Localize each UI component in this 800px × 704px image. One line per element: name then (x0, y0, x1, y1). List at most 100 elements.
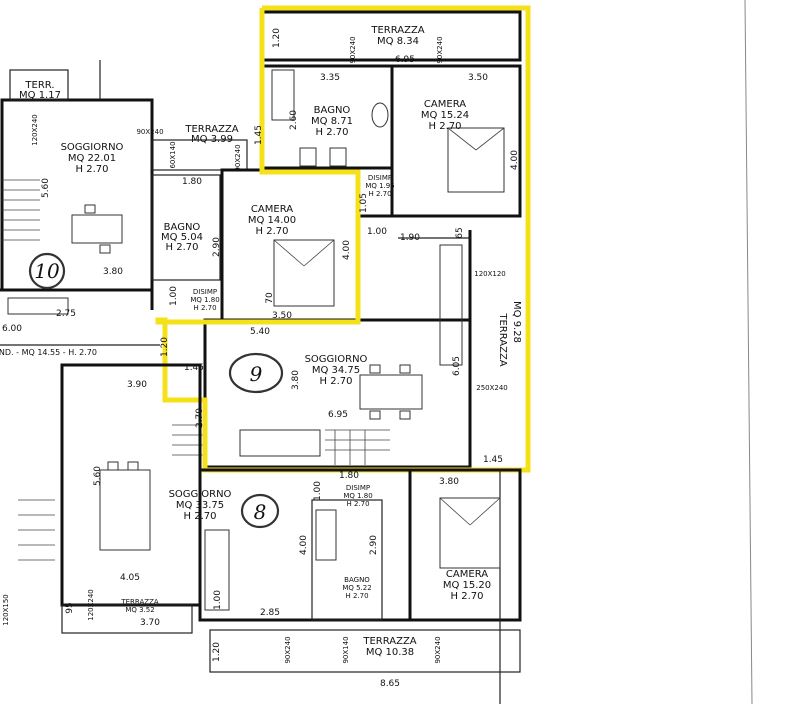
soggiorno-9-height: H 2.70 (320, 376, 353, 387)
dim-1-00-10: 1.00 (169, 286, 179, 306)
dim-65: 65 (455, 227, 465, 238)
unit-10-circle (28, 252, 66, 290)
bagno-10-area: MQ 5.04 (161, 232, 203, 243)
tub-8 (315, 509, 337, 561)
dim-3-50-top: 3.50 (468, 73, 488, 83)
bagno-9-area: MQ 8.71 (311, 116, 353, 127)
camera-8-area: MQ 15.20 (443, 580, 491, 591)
dim-5-60-10: 5.60 (41, 178, 51, 198)
dim-6-00: 6.00 (2, 324, 22, 334)
window-90x240-d: 90X240 (436, 36, 444, 63)
soggiorno-10-area: MQ 22.01 (68, 153, 116, 164)
terrazza-8-left-area: MQ 3.52 (125, 606, 154, 614)
dim-1-00-disimp: 1.00 (367, 227, 387, 237)
dim-70: 70 (265, 292, 275, 304)
camera-9-mid-name: CAMERA (251, 204, 293, 215)
terrazza-8-left-name: TERRAZZA (120, 598, 159, 606)
bed-9-right (447, 127, 505, 193)
stairs-10 (2, 179, 40, 241)
dim-95: 95 (65, 602, 75, 613)
dim-1-45-left: 1.45 (184, 363, 204, 373)
unit-8-circle (240, 493, 280, 529)
chair-8 (127, 461, 139, 471)
dim-1-90: 1.90 (400, 233, 420, 243)
soggiorno-8-name: SOGGIORNO (169, 489, 232, 500)
camera-9-right-height: H 2.70 (429, 121, 462, 132)
disimp-9-name: DISIMP (368, 174, 392, 182)
scan-edge-line (744, 0, 753, 704)
window-60x140: 60X140 (169, 141, 177, 168)
chair-9 (369, 364, 381, 374)
window-120x150: 120X150 (2, 594, 10, 626)
dim-4-00-mid: 4.00 (342, 240, 352, 260)
disimp-9-area: MQ 1.95 (365, 182, 394, 190)
bagno-9-height: H 2.70 (316, 127, 349, 138)
bagno-10-height: H 2.70 (166, 242, 199, 253)
dim-4-05: 4.05 (120, 573, 140, 583)
camera-8-name: CAMERA (446, 569, 488, 580)
terrazza-8-bottom-area: MQ 10.38 (366, 647, 414, 658)
dim-1-45-a: 1.45 (254, 125, 264, 145)
dim-2-75: 2.75 (56, 309, 76, 319)
dim-1-00-8b: 1.00 (313, 481, 323, 501)
unit-9-highlight (155, 5, 531, 473)
terr-10-area: MQ 1.17 (19, 90, 61, 101)
dim-4-00-8: 4.00 (299, 535, 309, 555)
terrazza-10-outline (151, 139, 248, 171)
kitchen-10 (7, 297, 69, 315)
disimp-10-area: MQ 1.80 (190, 296, 219, 304)
terrazza-10-name: TERRAZZA (184, 124, 238, 135)
window-120x120: 120X120 (474, 270, 506, 278)
unit-10 (0, 60, 248, 315)
unit-8 (18, 363, 522, 704)
dim-3-80-8: 3.80 (439, 477, 459, 487)
dim-1-80-8: 1.80 (339, 471, 359, 481)
disimp-10-name: DISIMP (193, 288, 217, 296)
camera-9-right-area: MQ 15.24 (421, 110, 469, 121)
chair-10 (84, 204, 96, 214)
table-10 (71, 214, 123, 244)
terrazza-8-left-outline (61, 604, 193, 634)
dim-8-65: 8.65 (380, 679, 400, 689)
dim-1-20-8: 1.20 (212, 642, 222, 662)
bagno-8-name: BAGNO (344, 576, 370, 584)
tub-9 (271, 69, 295, 121)
chair-9 (399, 410, 411, 420)
table-9 (359, 374, 423, 410)
dim-5-60-8: 5.60 (93, 466, 103, 486)
dim-4-00-right: 4.00 (510, 150, 520, 170)
bagno-10-name: BAGNO (164, 222, 201, 233)
disimp-8-height: H 2.70 (346, 500, 369, 508)
disimp-10-height: H 2.70 (193, 304, 216, 312)
window-120x240-8: 120X240 (87, 589, 95, 621)
camera-9-mid-height: H 2.70 (256, 226, 289, 237)
soggiorno-9-walls (203, 318, 472, 469)
bed-8 (439, 497, 501, 569)
soggiorno-10-walls (0, 98, 154, 292)
window-120x240: 120X240 (31, 114, 39, 146)
sofa-8 (204, 529, 230, 611)
bagno-8-area: MQ 5.22 (342, 584, 371, 592)
window-90x240-b: 90X240 (234, 144, 242, 171)
chair-9 (369, 410, 381, 420)
dim-5-40: 5.40 (250, 327, 270, 337)
sink-9 (371, 102, 389, 128)
window-90x240-a: 90X240 (136, 128, 163, 136)
camera-9-right-name: CAMERA (424, 99, 466, 110)
window-90x240-f: 90X240 (434, 636, 442, 663)
chair-8 (107, 461, 119, 471)
window-90x240-c: 90X240 (349, 36, 357, 63)
dim-2-85: 2.85 (260, 608, 280, 618)
bidet-9 (329, 147, 347, 167)
sofa-9 (239, 429, 321, 457)
dim-1-45-bot: 1.45 (483, 455, 503, 465)
terrazza-8-bottom-outline (209, 629, 521, 673)
dim-2-60: 2.60 (289, 110, 299, 130)
terr-10-outline (9, 69, 69, 101)
soggiorno-8-height: H 2.70 (184, 511, 217, 522)
terrazza-top-area: MQ 8.34 (377, 36, 419, 47)
camera-8-height: H 2.70 (451, 591, 484, 602)
chair-10 (99, 244, 111, 254)
terr-10-name: TERR. (24, 80, 54, 91)
